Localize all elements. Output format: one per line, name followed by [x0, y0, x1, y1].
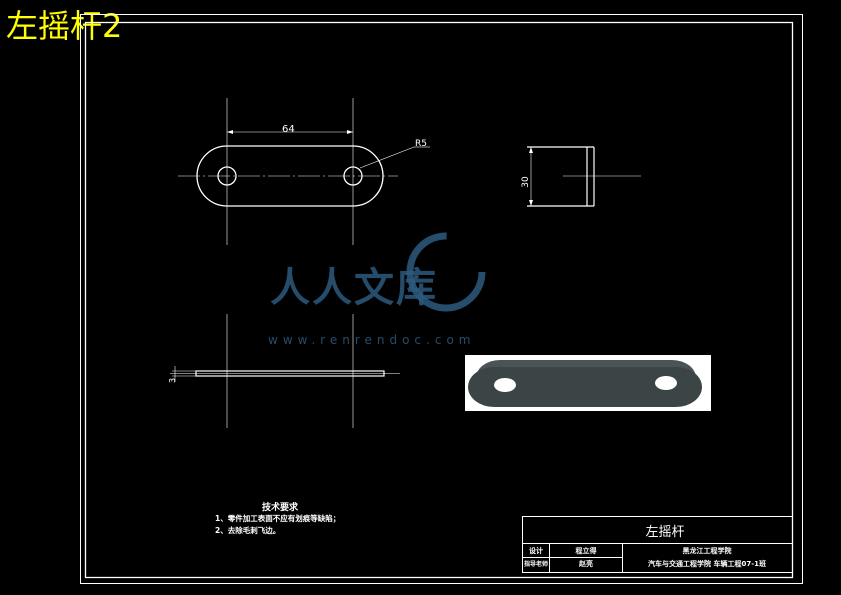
dim-r5-leader	[359, 146, 415, 169]
title-block-department: 汽车与交通工程学院 车辆工程07-1班	[648, 560, 766, 568]
outer-border	[80, 14, 803, 584]
title-block-designer: 程立得	[575, 547, 597, 555]
render-hole-left	[494, 378, 516, 392]
watermark-text: 人人文库	[270, 265, 438, 311]
dim-30-text: 30	[521, 176, 531, 188]
hole-right	[343, 166, 363, 186]
title-block	[522, 516, 793, 573]
drawing-title: 左摇杆2	[6, 7, 123, 45]
watermark-ring	[406, 232, 486, 312]
dim-r5-text: R5	[415, 139, 427, 149]
title-block-advisor: 赵亮	[579, 560, 593, 568]
bottom-view	[170, 314, 400, 428]
part-render	[465, 355, 711, 411]
watermark-url: www.renrendoc.com	[268, 333, 476, 347]
dim-64-text: 64	[282, 124, 295, 135]
watermark-logo	[406, 232, 486, 312]
tech-requirement-item: 2、去除毛刺飞边。	[215, 526, 281, 535]
side-view	[527, 146, 641, 207]
dim-3-text: 3	[168, 378, 177, 383]
render-plate	[468, 367, 702, 407]
front-view	[178, 98, 430, 245]
title-block-advisor-label: 指导老师	[523, 561, 548, 568]
tech-requirements-title: 技术要求	[262, 503, 299, 513]
lever-outline	[196, 145, 384, 207]
title-block-school: 黑龙江工程学院	[682, 547, 732, 555]
inner-border	[84, 21, 794, 579]
hole-left	[217, 166, 237, 186]
render-hole-right	[655, 376, 677, 390]
title-block-design-label: 设计	[529, 547, 543, 555]
title-block-part-name: 左摇杆	[645, 525, 685, 540]
tech-requirement-item: 1、零件加工表面不应有划痕等缺陷；	[215, 514, 341, 523]
